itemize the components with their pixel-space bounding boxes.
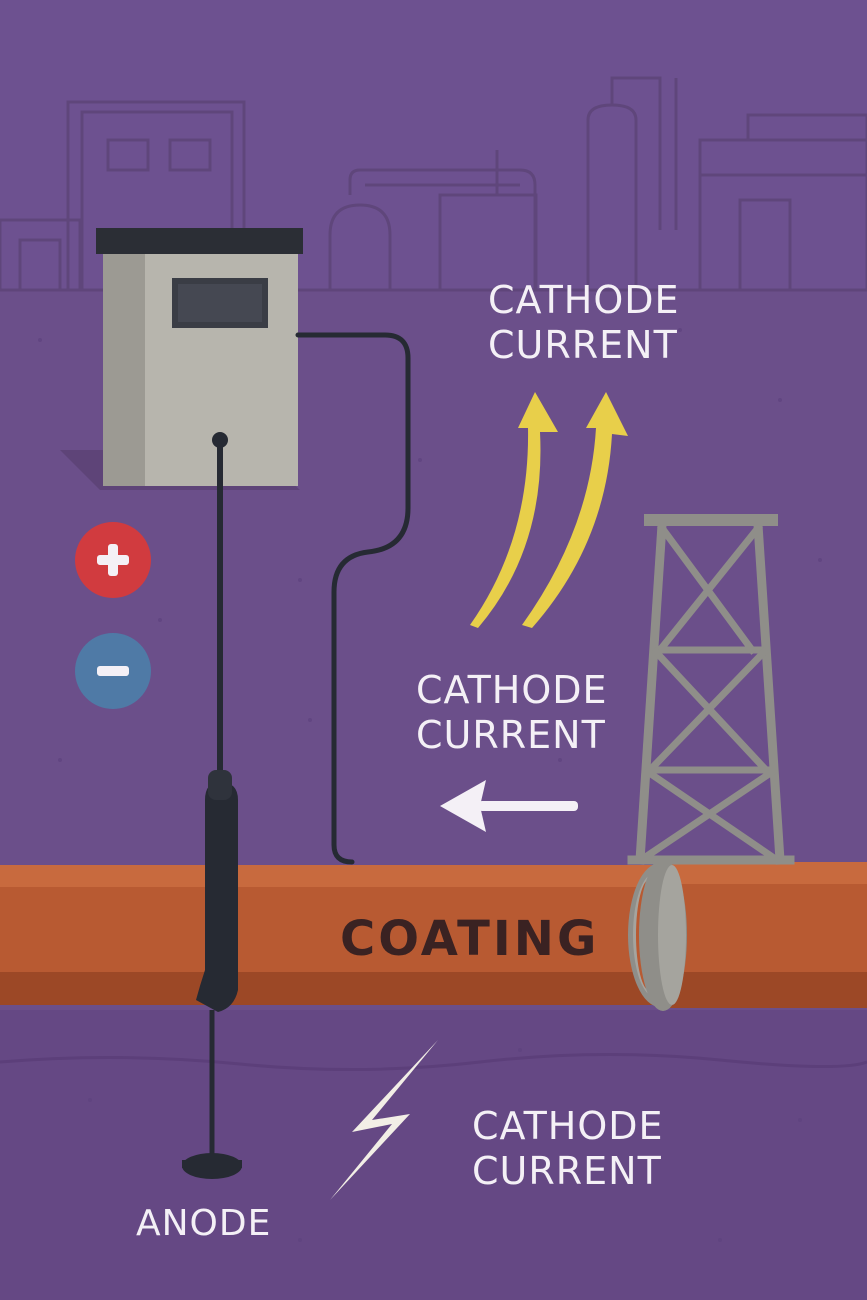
coating-label: COATING bbox=[340, 911, 600, 967]
positive-terminal-icon bbox=[75, 522, 151, 598]
cathode-current-bottom-line1: CATHODE bbox=[472, 1104, 664, 1148]
negative-terminal-icon bbox=[75, 633, 151, 709]
cathode-current-label-bottom: CATHODE CURRENT bbox=[472, 1104, 664, 1194]
ground-wave bbox=[0, 1052, 867, 1072]
connection-cable bbox=[295, 332, 411, 865]
anode-label: ANODE bbox=[136, 1203, 272, 1244]
rectifier-box bbox=[96, 228, 303, 486]
cathode-current-top-line2: CURRENT bbox=[488, 322, 678, 367]
cathode-current-label-top: CATHODE CURRENT bbox=[488, 278, 680, 368]
lower-ground-shade bbox=[0, 1010, 867, 1300]
arrow-left-icon bbox=[440, 780, 578, 832]
pipeline bbox=[0, 859, 867, 1011]
lightning-icon bbox=[330, 1040, 438, 1200]
industrial-skyline bbox=[0, 76, 867, 292]
tower-icon bbox=[627, 514, 795, 865]
cathode-current-label-middle: CATHODE CURRENT bbox=[416, 668, 608, 758]
cathode-current-top-line1: CATHODE bbox=[488, 278, 680, 322]
cathode-current-middle-line2: CURRENT bbox=[416, 712, 606, 757]
arrow-up-icon bbox=[470, 392, 628, 628]
cathode-current-middle-line1: CATHODE bbox=[416, 668, 608, 712]
anode-assembly bbox=[182, 432, 242, 1179]
soil-texture bbox=[38, 328, 822, 1242]
cathode-current-bottom-line2: CURRENT bbox=[472, 1148, 662, 1193]
